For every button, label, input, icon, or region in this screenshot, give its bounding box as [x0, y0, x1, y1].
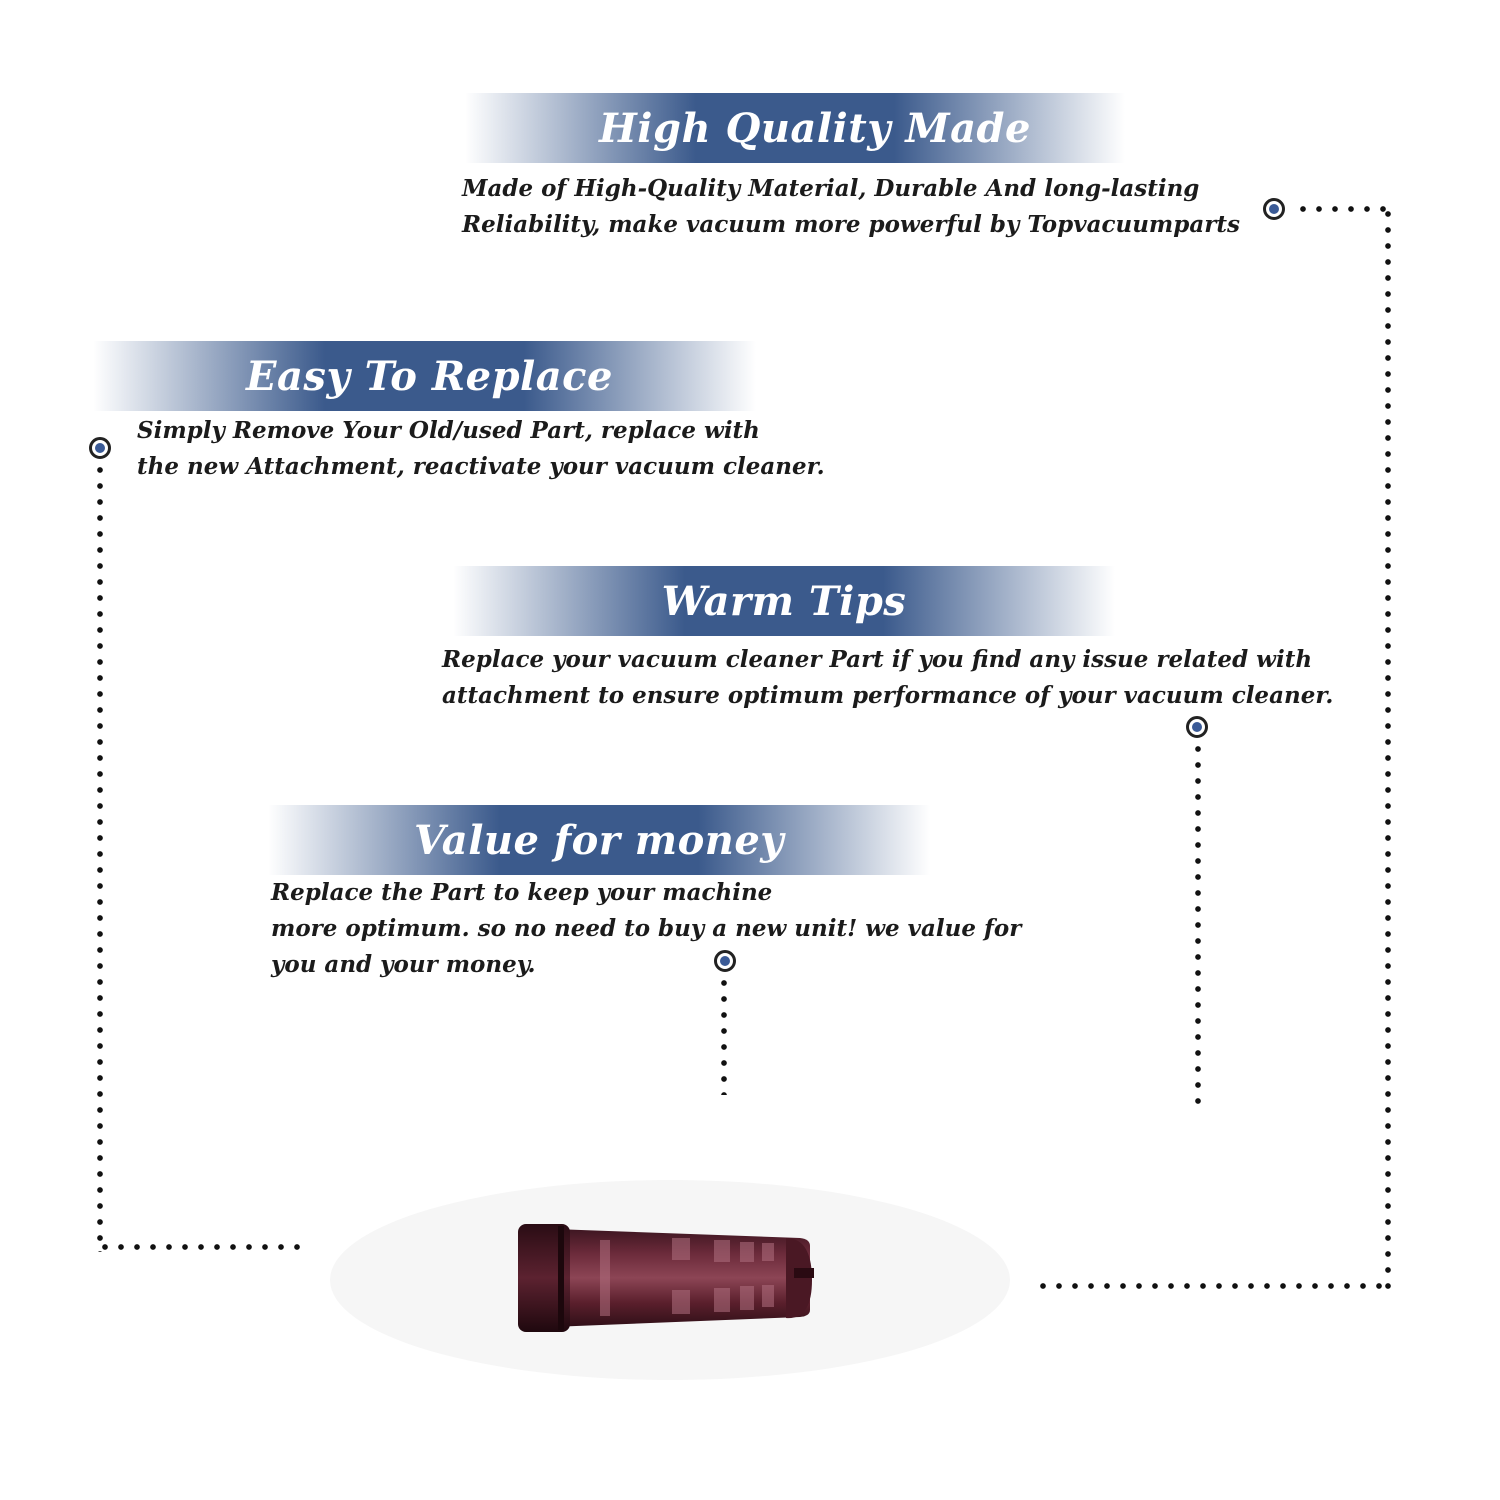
marker-dot-icon [89, 437, 111, 459]
banner-title-high-quality: High Quality Made [599, 104, 1031, 152]
description-easy-replace: Simply Remove Your Old/used Part, replac… [137, 413, 825, 485]
description-line: Replace the Part to keep your machine [271, 879, 773, 906]
description-line: Simply Remove Your Old/used Part, replac… [137, 417, 760, 444]
connector-dotted-line [97, 1244, 302, 1250]
description-line: more optimum. so no need to buy a new un… [271, 915, 1022, 942]
description-line: the new Attachment, reactivate your vacu… [137, 453, 825, 480]
marker-dot-icon [714, 950, 736, 972]
banner-high-quality: High Quality Made [465, 93, 1125, 163]
description-line: Replace your vacuum cleaner Part if you … [442, 646, 1313, 673]
banner-title-easy-replace: Easy To Replace [246, 352, 613, 400]
description-line: attachment to ensure optimum performance… [442, 682, 1334, 709]
connector-dotted-line [1035, 1283, 1390, 1289]
description-line: you and your money. [271, 951, 536, 978]
banner-title-value: Value for money [413, 816, 785, 864]
description-line: Reliability, make vacuum more powerful b… [462, 211, 1240, 238]
banner-title-warm-tips: Warm Tips [661, 577, 907, 625]
banner-easy-replace: Easy To Replace [93, 341, 756, 411]
connector-dotted-line [1385, 206, 1391, 1291]
description-value: Replace the Part to keep your machine mo… [271, 875, 1021, 983]
description-warm-tips: Replace your vacuum cleaner Part if you … [442, 642, 1333, 714]
marker-dot-icon [1263, 198, 1285, 220]
connector-dotted-line [721, 975, 727, 1095]
connector-dotted-line [1195, 741, 1201, 1111]
vacuum-attachment-tube-icon [330, 1180, 1010, 1380]
connector-dotted-line [97, 462, 103, 1252]
connector-dotted-line [1295, 206, 1390, 212]
description-high-quality: Made of High-Quality Material, Durable A… [462, 171, 1240, 243]
description-line: Made of High-Quality Material, Durable A… [462, 175, 1200, 202]
banner-warm-tips: Warm Tips [453, 566, 1115, 636]
banner-value: Value for money [268, 805, 930, 875]
product-image [300, 1150, 1040, 1410]
marker-dot-icon [1186, 716, 1208, 738]
